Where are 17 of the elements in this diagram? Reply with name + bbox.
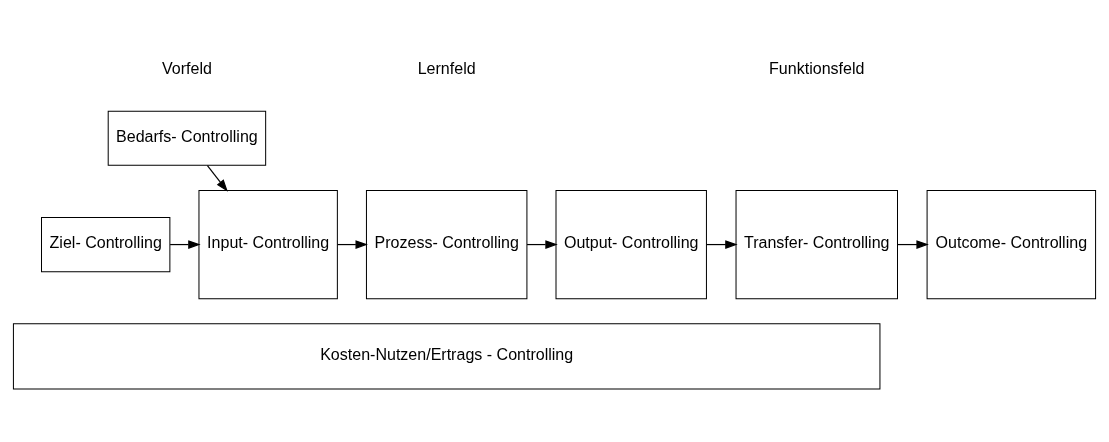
label: Funktionsfeld <box>769 58 865 77</box>
node-box: Input- Controlling <box>198 189 338 299</box>
node-box: Bedarfs- Controlling <box>107 110 267 166</box>
label: Lernfeld <box>417 58 476 77</box>
arrow <box>336 239 368 249</box>
arrow <box>169 239 201 249</box>
arrow <box>706 239 738 249</box>
node-box: Kosten-Nutzen/Ertrags - Controlling <box>12 322 881 389</box>
node-box: Output- Controlling <box>555 189 707 299</box>
node-box: Outcome- Controlling <box>926 189 1097 299</box>
arrow <box>897 239 929 249</box>
node-box: Transfer- Controlling <box>735 189 898 299</box>
node-box: Ziel- Controlling <box>41 216 171 272</box>
node-box: Prozess- Controlling <box>365 189 528 299</box>
label: Vorfeld <box>161 58 212 77</box>
arrow <box>526 239 558 249</box>
arrow <box>206 164 228 192</box>
